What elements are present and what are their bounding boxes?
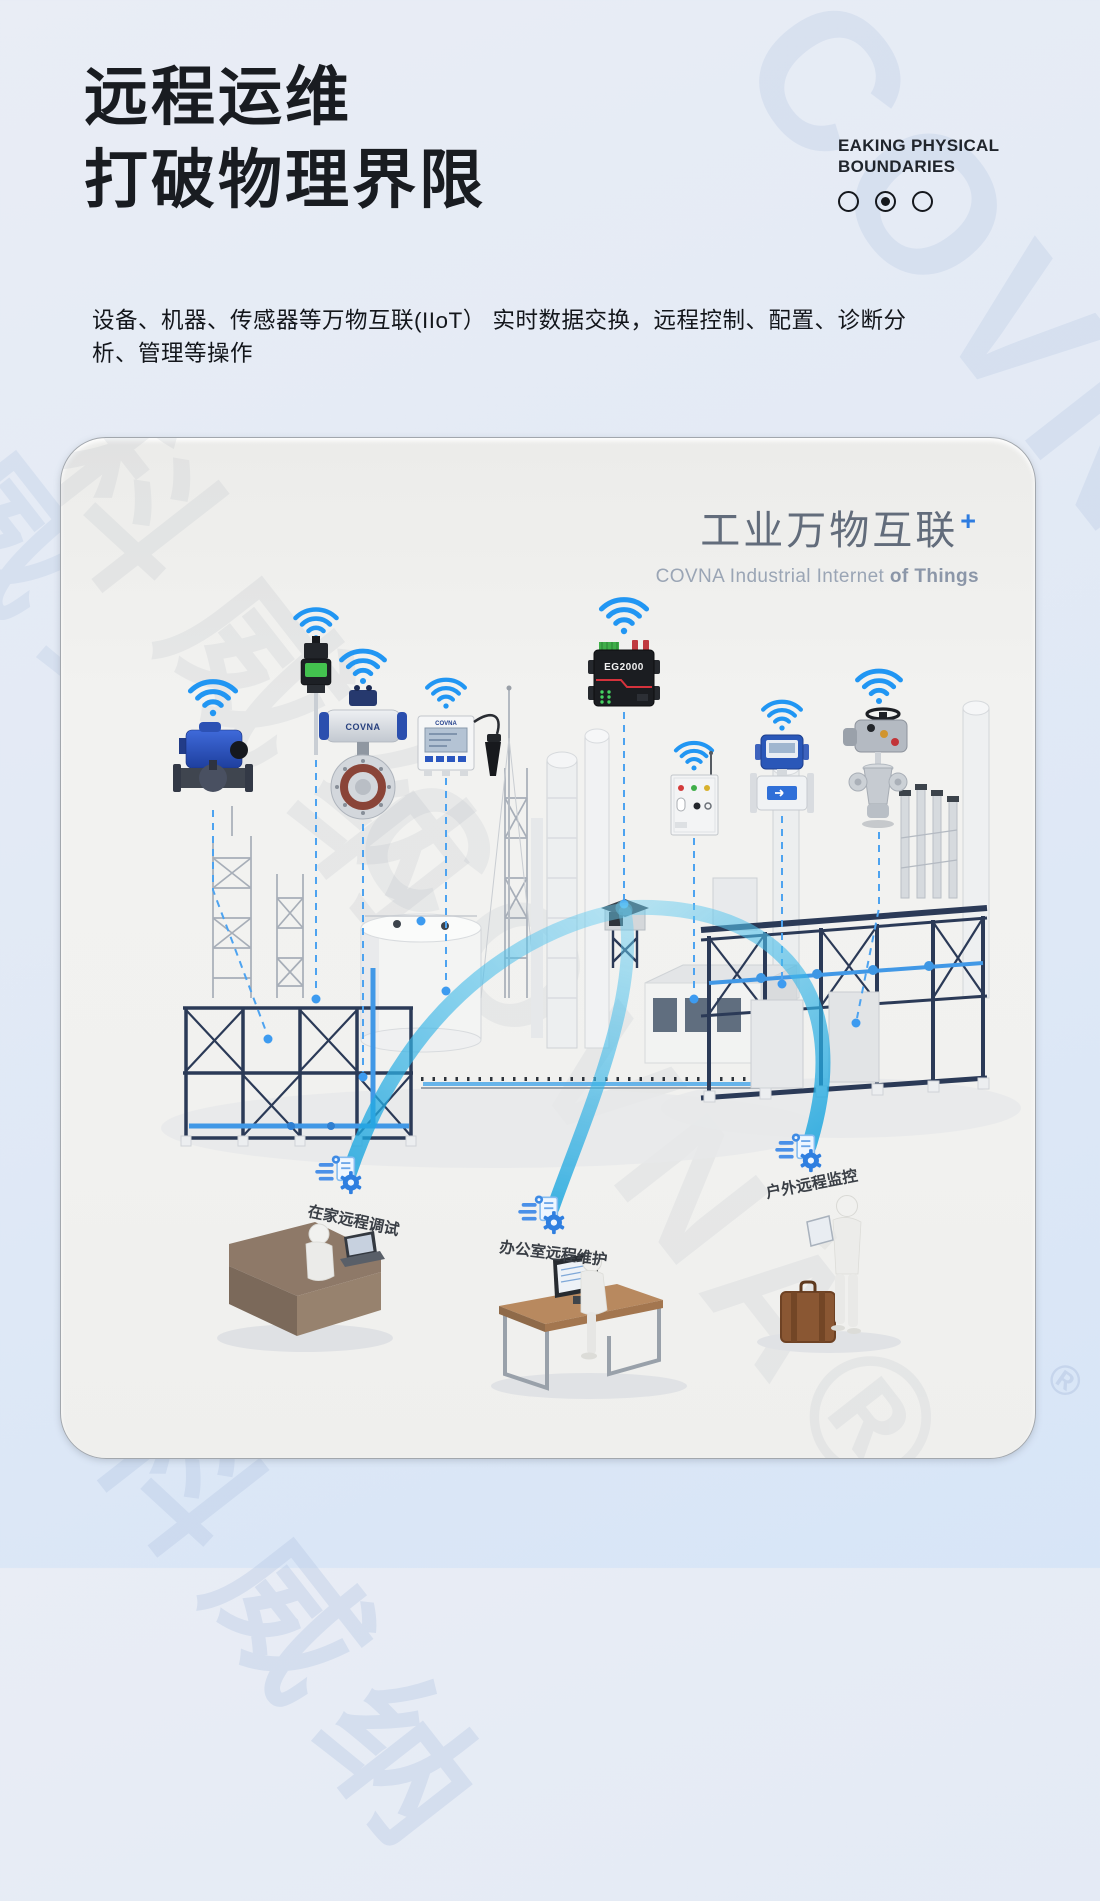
pagination-dot-3 xyxy=(912,191,933,212)
stack-group xyxy=(899,784,959,899)
tagline-line2: BOUNDARIES xyxy=(838,156,956,176)
device-label: COVNA xyxy=(345,722,380,732)
radio-dot xyxy=(880,196,891,207)
device-control-cabinet xyxy=(670,751,719,836)
wifi-icon xyxy=(601,600,646,635)
remote-task-gear-icon xyxy=(517,1194,566,1236)
device-pneumatic-butterfly-valve: COVNA xyxy=(319,685,407,820)
arc-to-outdoor xyxy=(615,899,831,1154)
connection-arcs xyxy=(341,899,831,1215)
wifi-icon xyxy=(676,743,712,771)
device-pressure-transmitter xyxy=(300,636,332,755)
wifi-icon xyxy=(190,682,235,717)
pagination-dot-2-active xyxy=(875,191,896,212)
plus-icon: + xyxy=(960,506,979,536)
device-electromagnetic-flowmeter xyxy=(750,734,814,813)
card-heading: 工业万物互联+ COVNA Industrial Internet of Thi… xyxy=(656,498,979,588)
page-title-line1: 远程运维 xyxy=(84,61,352,133)
watermark-reg-bottom-right: ® xyxy=(1039,1352,1092,1409)
device-label: EG2000 xyxy=(604,662,644,673)
arc-to-office xyxy=(546,905,635,1215)
device-electric-gate-valve xyxy=(843,707,908,828)
pagination-dots xyxy=(838,191,933,212)
device-iot-gateway: EG2000 xyxy=(588,640,660,707)
card-title: 工业万物互联+ xyxy=(700,506,979,553)
iiot-illustration: COVNA COVNA xyxy=(161,438,1021,1399)
page-title: 远程运维 打破物理界限 xyxy=(84,56,486,222)
suitcase xyxy=(780,1291,836,1343)
tablet xyxy=(806,1215,834,1247)
intro-description: 设备、机器、传感器等万物互联(IIoT） 实时数据交换，远程控制、配置、诊断分析… xyxy=(92,307,907,366)
device-label: COVNA xyxy=(435,721,457,727)
arc-to-home xyxy=(341,902,633,1182)
plant-building xyxy=(644,964,798,1064)
pagination-dot-1 xyxy=(838,191,859,212)
device-water-quality-controller: COVNA xyxy=(417,714,501,776)
wifi-icon xyxy=(763,702,801,731)
page-title-line2: 打破物理界限 xyxy=(84,144,486,217)
card-subtitle: COVNA Industrial Internet of Things xyxy=(655,566,979,587)
tagline-line1: EAKING PHYSICAL xyxy=(838,136,1000,155)
scene-home-remote-debugging: 在家远程调试 xyxy=(217,1154,402,1352)
lattice-tower xyxy=(212,768,528,998)
wifi-icon xyxy=(427,680,465,709)
wifi-icon xyxy=(341,651,384,684)
wifi-icon xyxy=(857,671,900,704)
device-electric-ball-valve xyxy=(173,722,253,792)
tagline: EAKING PHYSICAL BOUNDARIES xyxy=(838,136,999,177)
iiot-card: 科威纳 COVNA® 科威纳 工业万物互联+ COVNA Industrial … xyxy=(60,437,1036,1459)
scene-office-remote-maintenance: 办公室远程维护 xyxy=(491,1194,687,1399)
scene-outdoor-remote-monitoring: 户外远程监控 xyxy=(757,1132,901,1353)
ultrasonic-sensor xyxy=(485,742,501,776)
